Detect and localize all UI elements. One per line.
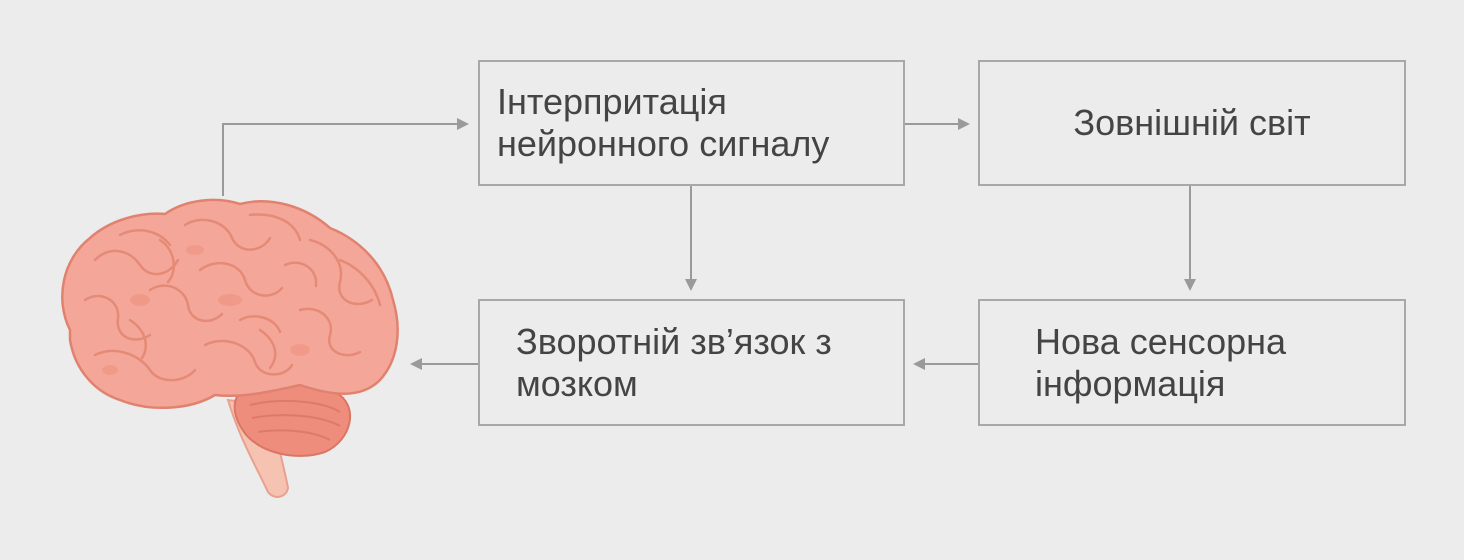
node-interpretation: Інтерпритація нейронного сигналу [478, 60, 905, 186]
node-new-sensory-info-label: Нова сенсорна інформація [1035, 320, 1287, 404]
edge-brain-to-interp [222, 118, 469, 196]
node-new-sensory-info: Нова сенсорна інформація [978, 299, 1406, 426]
node-interpretation-label: Інтерпритація нейронного сигналу [497, 81, 830, 164]
node-outer-world: Зовнішній світ [978, 60, 1406, 186]
node-brain-feedback-label: Зворотній зв’язок з мозком [516, 320, 832, 404]
node-outer-world-label: Зовнішній світ [1073, 102, 1311, 143]
node-brain-feedback: Зворотній зв’язок з мозком [478, 299, 905, 426]
